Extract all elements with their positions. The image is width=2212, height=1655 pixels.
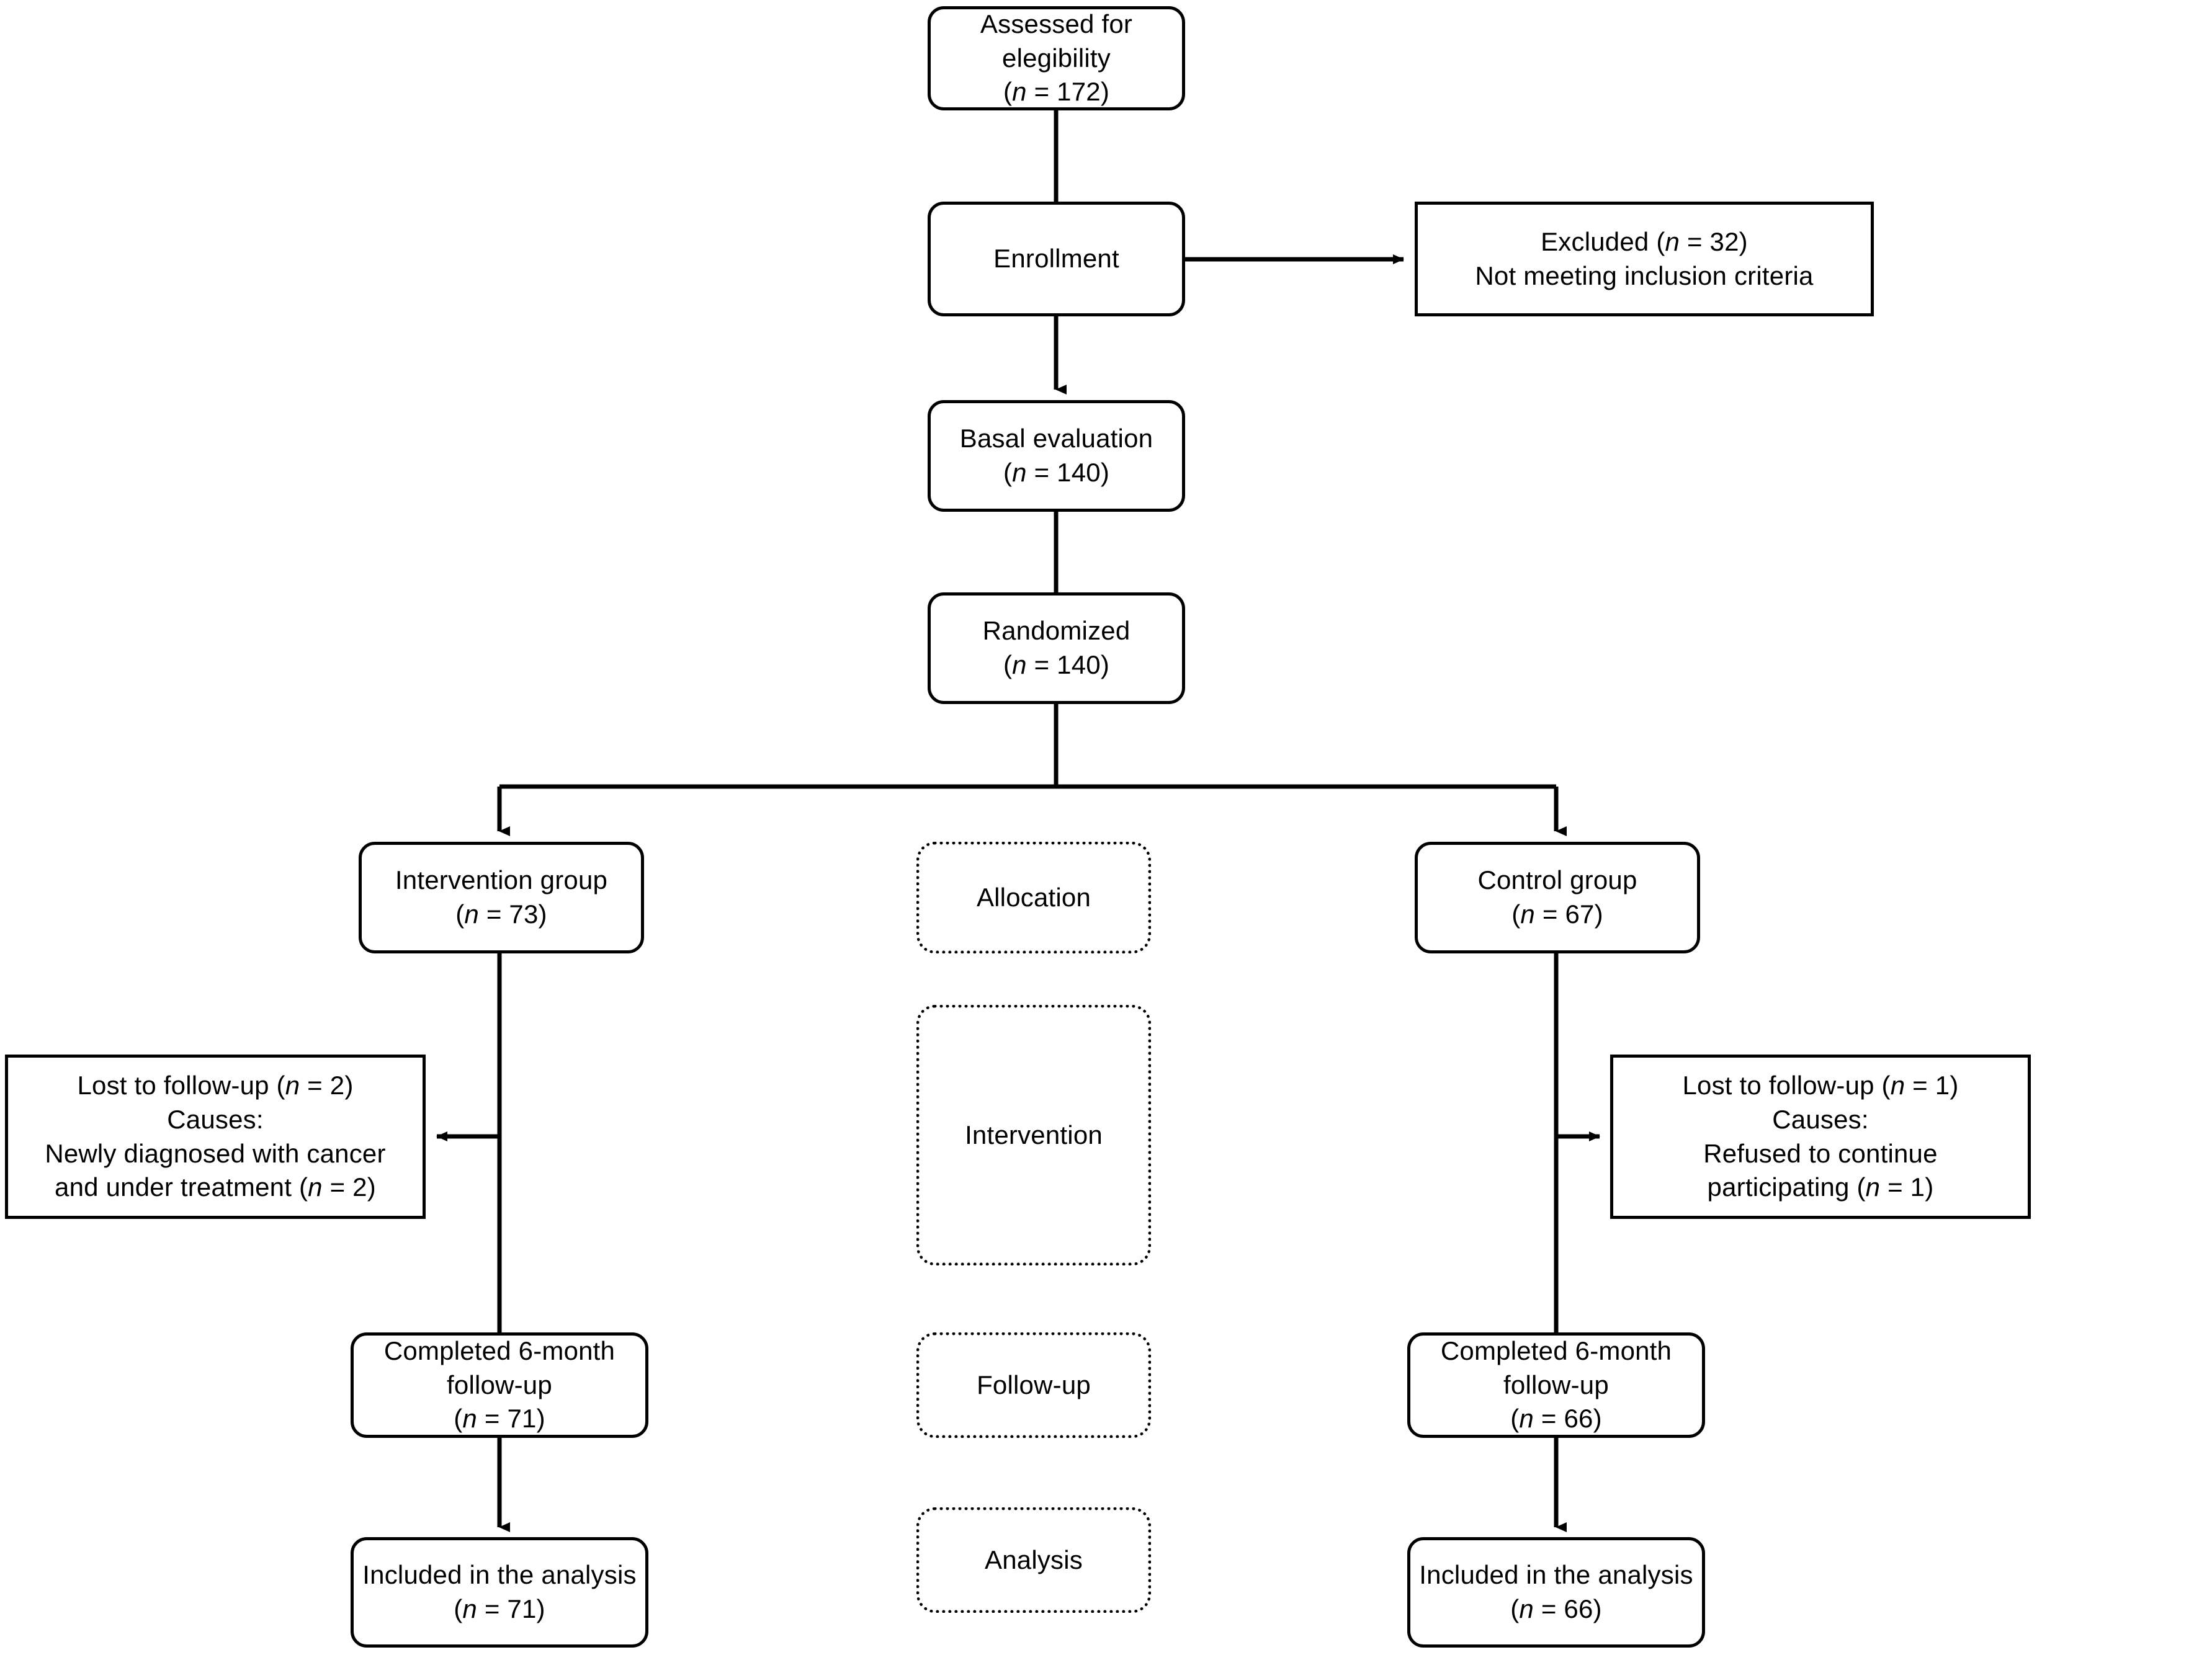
control-group-text: Control group(n = 67) (1477, 865, 1637, 929)
basal-evaluation-text: Basal evaluation(n = 140) (959, 424, 1153, 487)
basal-evaluation-box[interactable]: Basal evaluation(n = 140) (928, 400, 1185, 512)
lost-to-followup-intervention-box[interactable]: Lost to follow-up (n = 2)Causes:Newly di… (5, 1055, 426, 1219)
analysis-label-text: Analysis (985, 1545, 1083, 1574)
completed-followup-intervention-text: Completed 6-month follow-up(n = 71) (383, 1336, 616, 1434)
included-in-analysis-intervention-box[interactable]: Included in the analysis(n = 71) (351, 1537, 648, 1648)
lost-to-followup-intervention-text: Lost to follow-up (n = 2)Causes:Newly di… (45, 1071, 386, 1202)
assessed-for-eligibility-text: Assessed for elegibility(n = 172) (980, 9, 1133, 107)
randomized-text: Randomized(n = 140) (982, 616, 1131, 679)
control-group-box[interactable]: Control group(n = 67) (1415, 842, 1700, 953)
included-in-analysis-control-text: Included in the analysis(n = 66) (1419, 1560, 1693, 1623)
intervention-label-text: Intervention (965, 1120, 1103, 1149)
included-in-analysis-intervention-text: Included in the analysis(n = 71) (362, 1560, 637, 1623)
followup-label-box: Follow-up (916, 1332, 1151, 1438)
included-in-analysis-control-box[interactable]: Included in the analysis(n = 66) (1407, 1537, 1705, 1648)
completed-followup-control-text: Completed 6-month follow-up(n = 66) (1440, 1336, 1672, 1434)
intervention-group-text: Intervention group(n = 73) (395, 865, 608, 929)
lost-to-followup-control-box[interactable]: Lost to follow-up (n = 1)Causes:Refused … (1610, 1055, 2031, 1219)
followup-label-text: Follow-up (977, 1370, 1091, 1399)
analysis-label-box: Analysis (916, 1507, 1151, 1613)
excluded-text: Excluded (n = 32)Not meeting inclusion c… (1475, 226, 1814, 290)
enrollment-text: Enrollment (993, 244, 1119, 274)
completed-followup-control-box[interactable]: Completed 6-month follow-up(n = 66) (1407, 1332, 1705, 1438)
intervention-label-box: Intervention (916, 1005, 1151, 1265)
allocation-label-text: Allocation (976, 882, 1091, 912)
allocation-label-box: Allocation (916, 842, 1151, 953)
lost-to-followup-control-text: Lost to follow-up (n = 1)Causes:Refused … (1682, 1071, 1959, 1202)
assessed-for-eligibility-box[interactable]: Assessed for elegibility(n = 172) (928, 6, 1185, 110)
excluded-box[interactable]: Excluded (n = 32)Not meeting inclusion c… (1415, 202, 1874, 316)
randomized-box[interactable]: Randomized(n = 140) (928, 592, 1185, 704)
enrollment-box[interactable]: Enrollment (928, 202, 1185, 316)
completed-followup-intervention-box[interactable]: Completed 6-month follow-up(n = 71) (351, 1332, 648, 1438)
intervention-group-box[interactable]: Intervention group(n = 73) (359, 842, 644, 953)
